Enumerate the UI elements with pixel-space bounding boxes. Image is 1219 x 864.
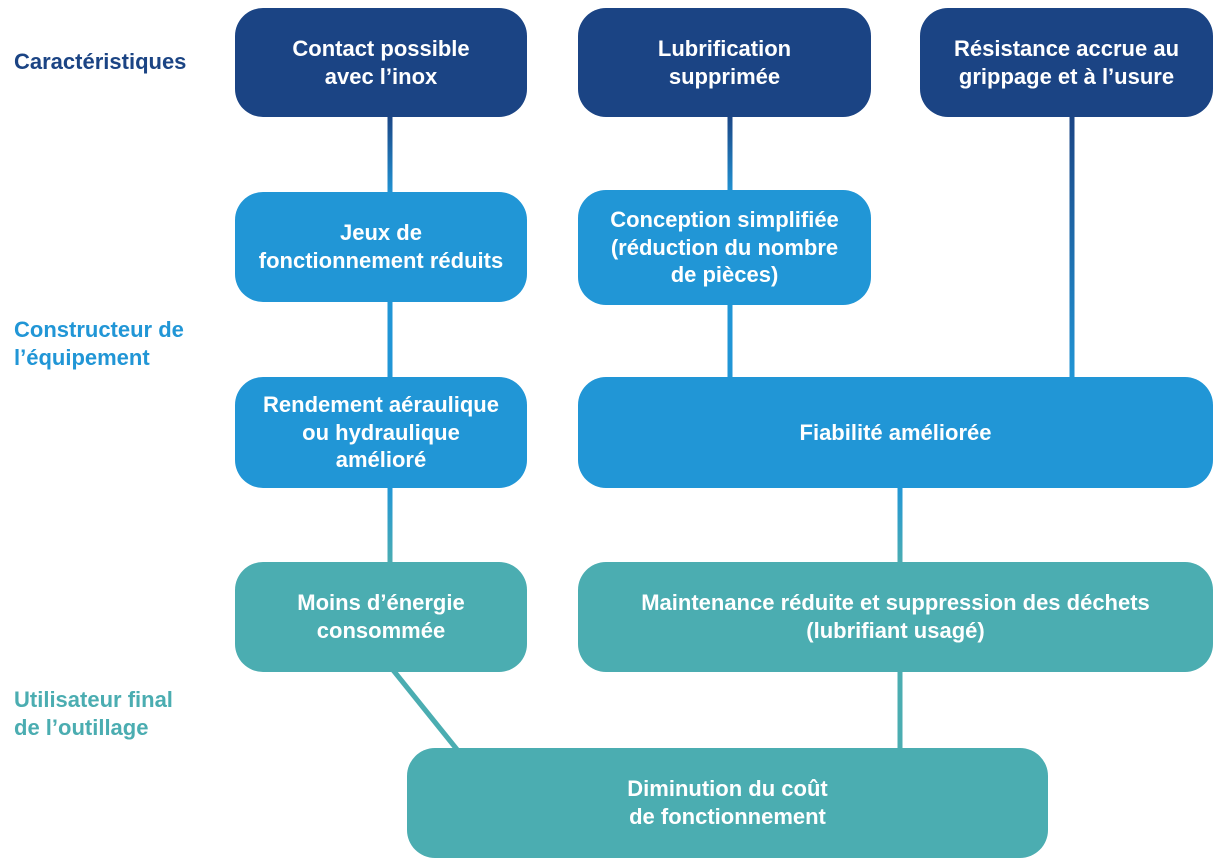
node-lower-operating-cost: Diminution du coût de fonctionnement xyxy=(407,748,1048,858)
node-contact-possible-inox: Contact possible avec l’inox xyxy=(235,8,527,117)
node-simplified-design: Conception simplifiée (réduction du nomb… xyxy=(578,190,871,305)
node-wear-resistance: Résistance accrue au grippage et à l’usu… xyxy=(920,8,1213,117)
node-improved-reliability: Fiabilité améliorée xyxy=(578,377,1213,488)
node-lubrication-removed: Lubrification supprimée xyxy=(578,8,871,117)
node-reduced-maintenance: Maintenance réduite et suppression des d… xyxy=(578,562,1213,672)
node-improved-efficiency: Rendement aéraulique ou hydraulique amél… xyxy=(235,377,527,488)
row-label-characteristics: Caractéristiques xyxy=(14,49,187,74)
row-label-tool-end-user: Utilisateur final de l’outillage xyxy=(14,687,173,740)
connector-energie-to-cout-diagonal xyxy=(391,668,461,754)
node-reduced-clearance: Jeux de fonctionnement réduits xyxy=(235,192,527,302)
row-label-equipment-manufacturer: Constructeur de l’équipement xyxy=(14,317,184,370)
node-less-energy-consumed: Moins d’énergie consommée xyxy=(235,562,527,672)
